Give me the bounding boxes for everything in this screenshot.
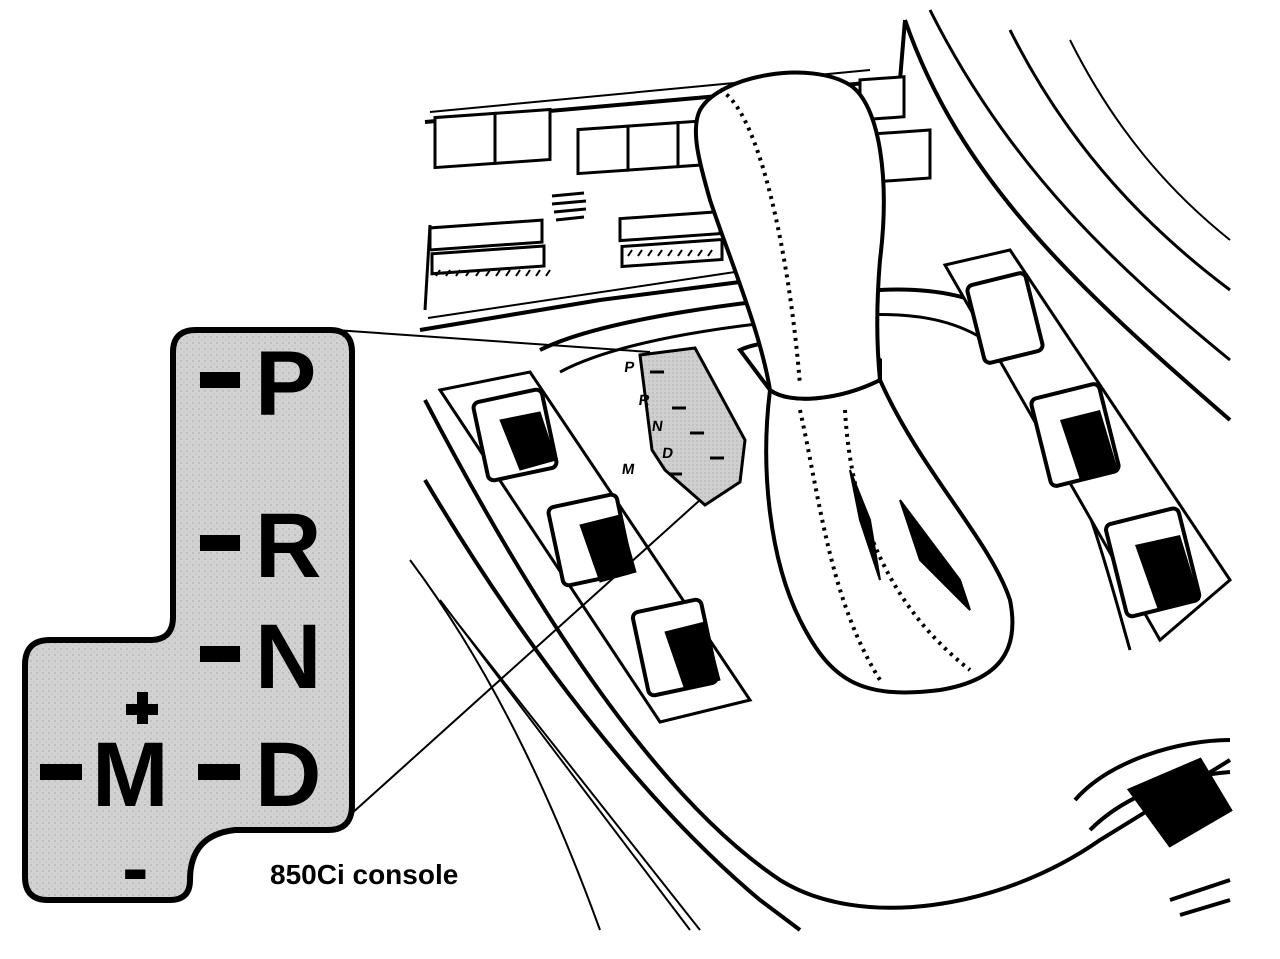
gate-dashes	[40, 372, 240, 780]
diagram-caption: 850Ci console	[270, 859, 458, 890]
climate-buttons-left	[433, 107, 552, 170]
gate-label-r: R	[255, 495, 321, 597]
slider-strip-right	[618, 210, 724, 269]
slider-strip-left	[428, 218, 546, 276]
gate-label-p: P	[255, 333, 316, 435]
right-rocker-switches	[1060, 410, 1200, 610]
dashboard-center-stack	[419, 9, 1232, 422]
console-gate-plate: P R N D M	[621, 346, 747, 507]
svg-text:M: M	[621, 461, 636, 478]
svg-text:P: P	[623, 359, 635, 376]
svg-text:D: D	[661, 445, 674, 462]
gate-label-d: D	[255, 724, 321, 826]
gear-boot-folds	[849, 469, 971, 611]
gate-label-minus: -	[122, 823, 149, 912]
gear-lever	[693, 70, 1015, 695]
left-rocker-switches	[499, 411, 721, 691]
leader-lines	[334, 329, 701, 816]
gate-label-n: N	[255, 606, 321, 708]
vent-grille-icon	[551, 191, 587, 222]
gate-inset: P R N D M -	[22, 327, 355, 912]
gate-label-m: M	[92, 724, 169, 826]
armrest-compartment	[1073, 738, 1233, 917]
svg-text:N: N	[651, 418, 664, 435]
svg-text:R: R	[638, 392, 651, 409]
gear-lever-stitching	[718, 88, 972, 682]
slider-ticks	[435, 249, 713, 277]
